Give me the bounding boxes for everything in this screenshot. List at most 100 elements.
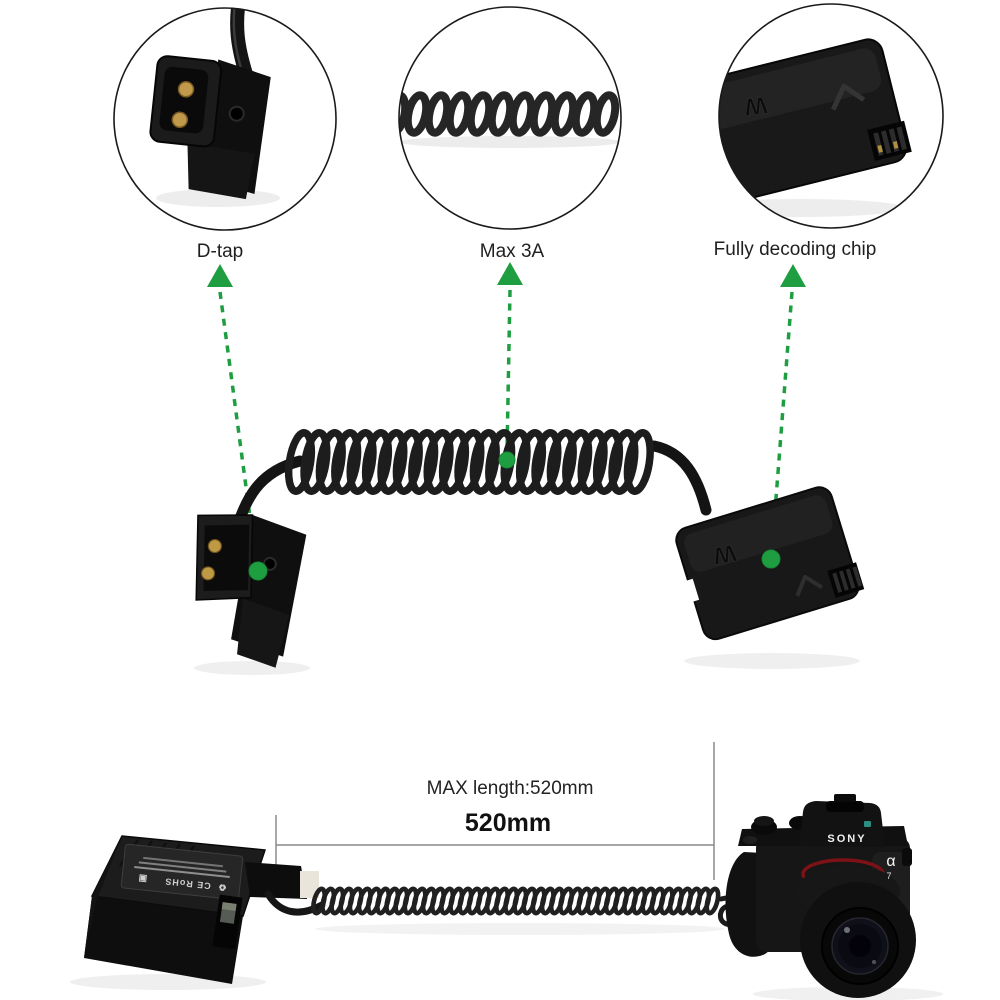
- callout-label-chip: Fully decoding chip: [714, 239, 877, 260]
- triangle-emboss: [830, 83, 866, 111]
- screw-hole: [262, 556, 277, 571]
- arrow-up-icon: [780, 264, 806, 287]
- leader-dashed-line: [218, 291, 258, 563]
- leader-dashed-line: [770, 291, 794, 551]
- recycle-icon: ♻: [217, 882, 227, 893]
- circle-outline: [113, 7, 337, 231]
- coil-turn: [704, 886, 721, 916]
- contact-slot: [896, 126, 907, 151]
- coil-turn: [361, 429, 393, 495]
- lens-glass-center: [849, 935, 871, 957]
- sony-camera: SONY α 7: [725, 794, 916, 998]
- arrow-up-icon: [497, 262, 523, 285]
- arrow-up-icon: [207, 264, 233, 287]
- connector-recess: [159, 66, 209, 134]
- power-lamp: [864, 821, 871, 827]
- camera-brand-logo: SONY: [827, 833, 866, 845]
- fine-print-line: [134, 865, 230, 879]
- connector-recess: [203, 524, 250, 591]
- max-length-caption: MAX length:520mm: [427, 778, 594, 799]
- plug-white-part: [300, 871, 319, 898]
- contact-slot: [839, 570, 849, 591]
- gold-pin: [171, 111, 189, 129]
- circle-outline: [398, 6, 622, 230]
- contact-gold: [892, 141, 899, 149]
- coil-turn: [531, 429, 562, 495]
- hotshoe: [834, 794, 856, 802]
- shadow: [684, 653, 860, 669]
- eyepiece: [826, 801, 864, 812]
- callout-circle-coil: [398, 6, 622, 230]
- fine-print-line: [143, 856, 223, 868]
- usage-scene: ♻ CE RoHS ▣: [70, 794, 943, 1000]
- coil-turn: [454, 429, 485, 495]
- battery-notch: [719, 139, 721, 168]
- cable-stub: [660, 46, 706, 84]
- annotation-arrows: [207, 262, 806, 563]
- lens-glint: [844, 927, 850, 933]
- cable-tail-left: [264, 890, 326, 916]
- contact-slot: [852, 566, 863, 587]
- shadow: [156, 189, 280, 207]
- circle-outline: [718, 3, 944, 229]
- coil-turn: [562, 429, 593, 495]
- cable: [230, 8, 253, 81]
- contact-slot: [832, 572, 843, 593]
- green-dot: [248, 561, 268, 581]
- dummy-battery-zoom: W: [719, 38, 912, 203]
- shadow: [719, 199, 905, 217]
- dtap-plug: [245, 862, 307, 899]
- battery-top-highlight: [719, 48, 882, 129]
- callout-label-max3a: Max 3A: [480, 241, 545, 262]
- screw-hole: [228, 105, 245, 122]
- coil-turn: [377, 429, 408, 495]
- certification-text: CE RoHS: [164, 876, 211, 891]
- battery-w-marking: W: [743, 91, 769, 121]
- contact-slot: [881, 130, 892, 154]
- vmount-battery-pack: ♻ CE RoHS ▣: [84, 835, 326, 984]
- mode-dial-top: [754, 816, 774, 826]
- shutter-button: [743, 836, 757, 844]
- gold-pin: [207, 538, 222, 554]
- coiled-cable-product: W: [194, 429, 865, 675]
- gold-pin: [177, 81, 195, 98]
- fine-print-line: [138, 861, 227, 873]
- coil-stretched: [311, 886, 721, 916]
- triangle-emboss: [795, 574, 823, 597]
- callout-circle-dummy-battery: W: [660, 3, 944, 229]
- coil-turn: [392, 429, 423, 495]
- fuel-gauge: [212, 894, 243, 950]
- coil-turn: [346, 429, 377, 495]
- shadow: [315, 923, 725, 935]
- viewfinder-hump: [799, 801, 885, 847]
- shadow: [194, 661, 310, 675]
- green-dot: [761, 549, 781, 569]
- coil-turn: [300, 429, 331, 495]
- shadow: [399, 136, 621, 148]
- dimension-line: [275, 742, 715, 880]
- coil-main: [284, 429, 654, 495]
- gauge-display-highlight: [221, 902, 237, 911]
- battery-pack-label: ♻ CE RoHS ▣: [120, 843, 244, 901]
- coil-turn: [608, 429, 639, 495]
- leader-dashed-line: [505, 289, 512, 453]
- camera-series-mark: α: [886, 853, 895, 870]
- contact-gold: [877, 144, 883, 153]
- green-dot: [498, 451, 516, 469]
- contact-slot: [845, 568, 856, 589]
- coil-turn: [577, 429, 608, 495]
- coil-turn: [592, 429, 624, 495]
- camera-model-mark: 7: [886, 871, 891, 881]
- callout-circle-dtap: [113, 7, 337, 231]
- coil-turn: [592, 91, 620, 137]
- battery-notch: [682, 578, 700, 604]
- callout-label-dtap: D-tap: [197, 241, 243, 262]
- coil-turn: [515, 429, 547, 495]
- coil-turn: [331, 429, 362, 495]
- battery-w-marking: W: [711, 539, 738, 570]
- shadow: [70, 974, 266, 990]
- coil-turn: [623, 429, 654, 495]
- coil-turn: [408, 429, 439, 495]
